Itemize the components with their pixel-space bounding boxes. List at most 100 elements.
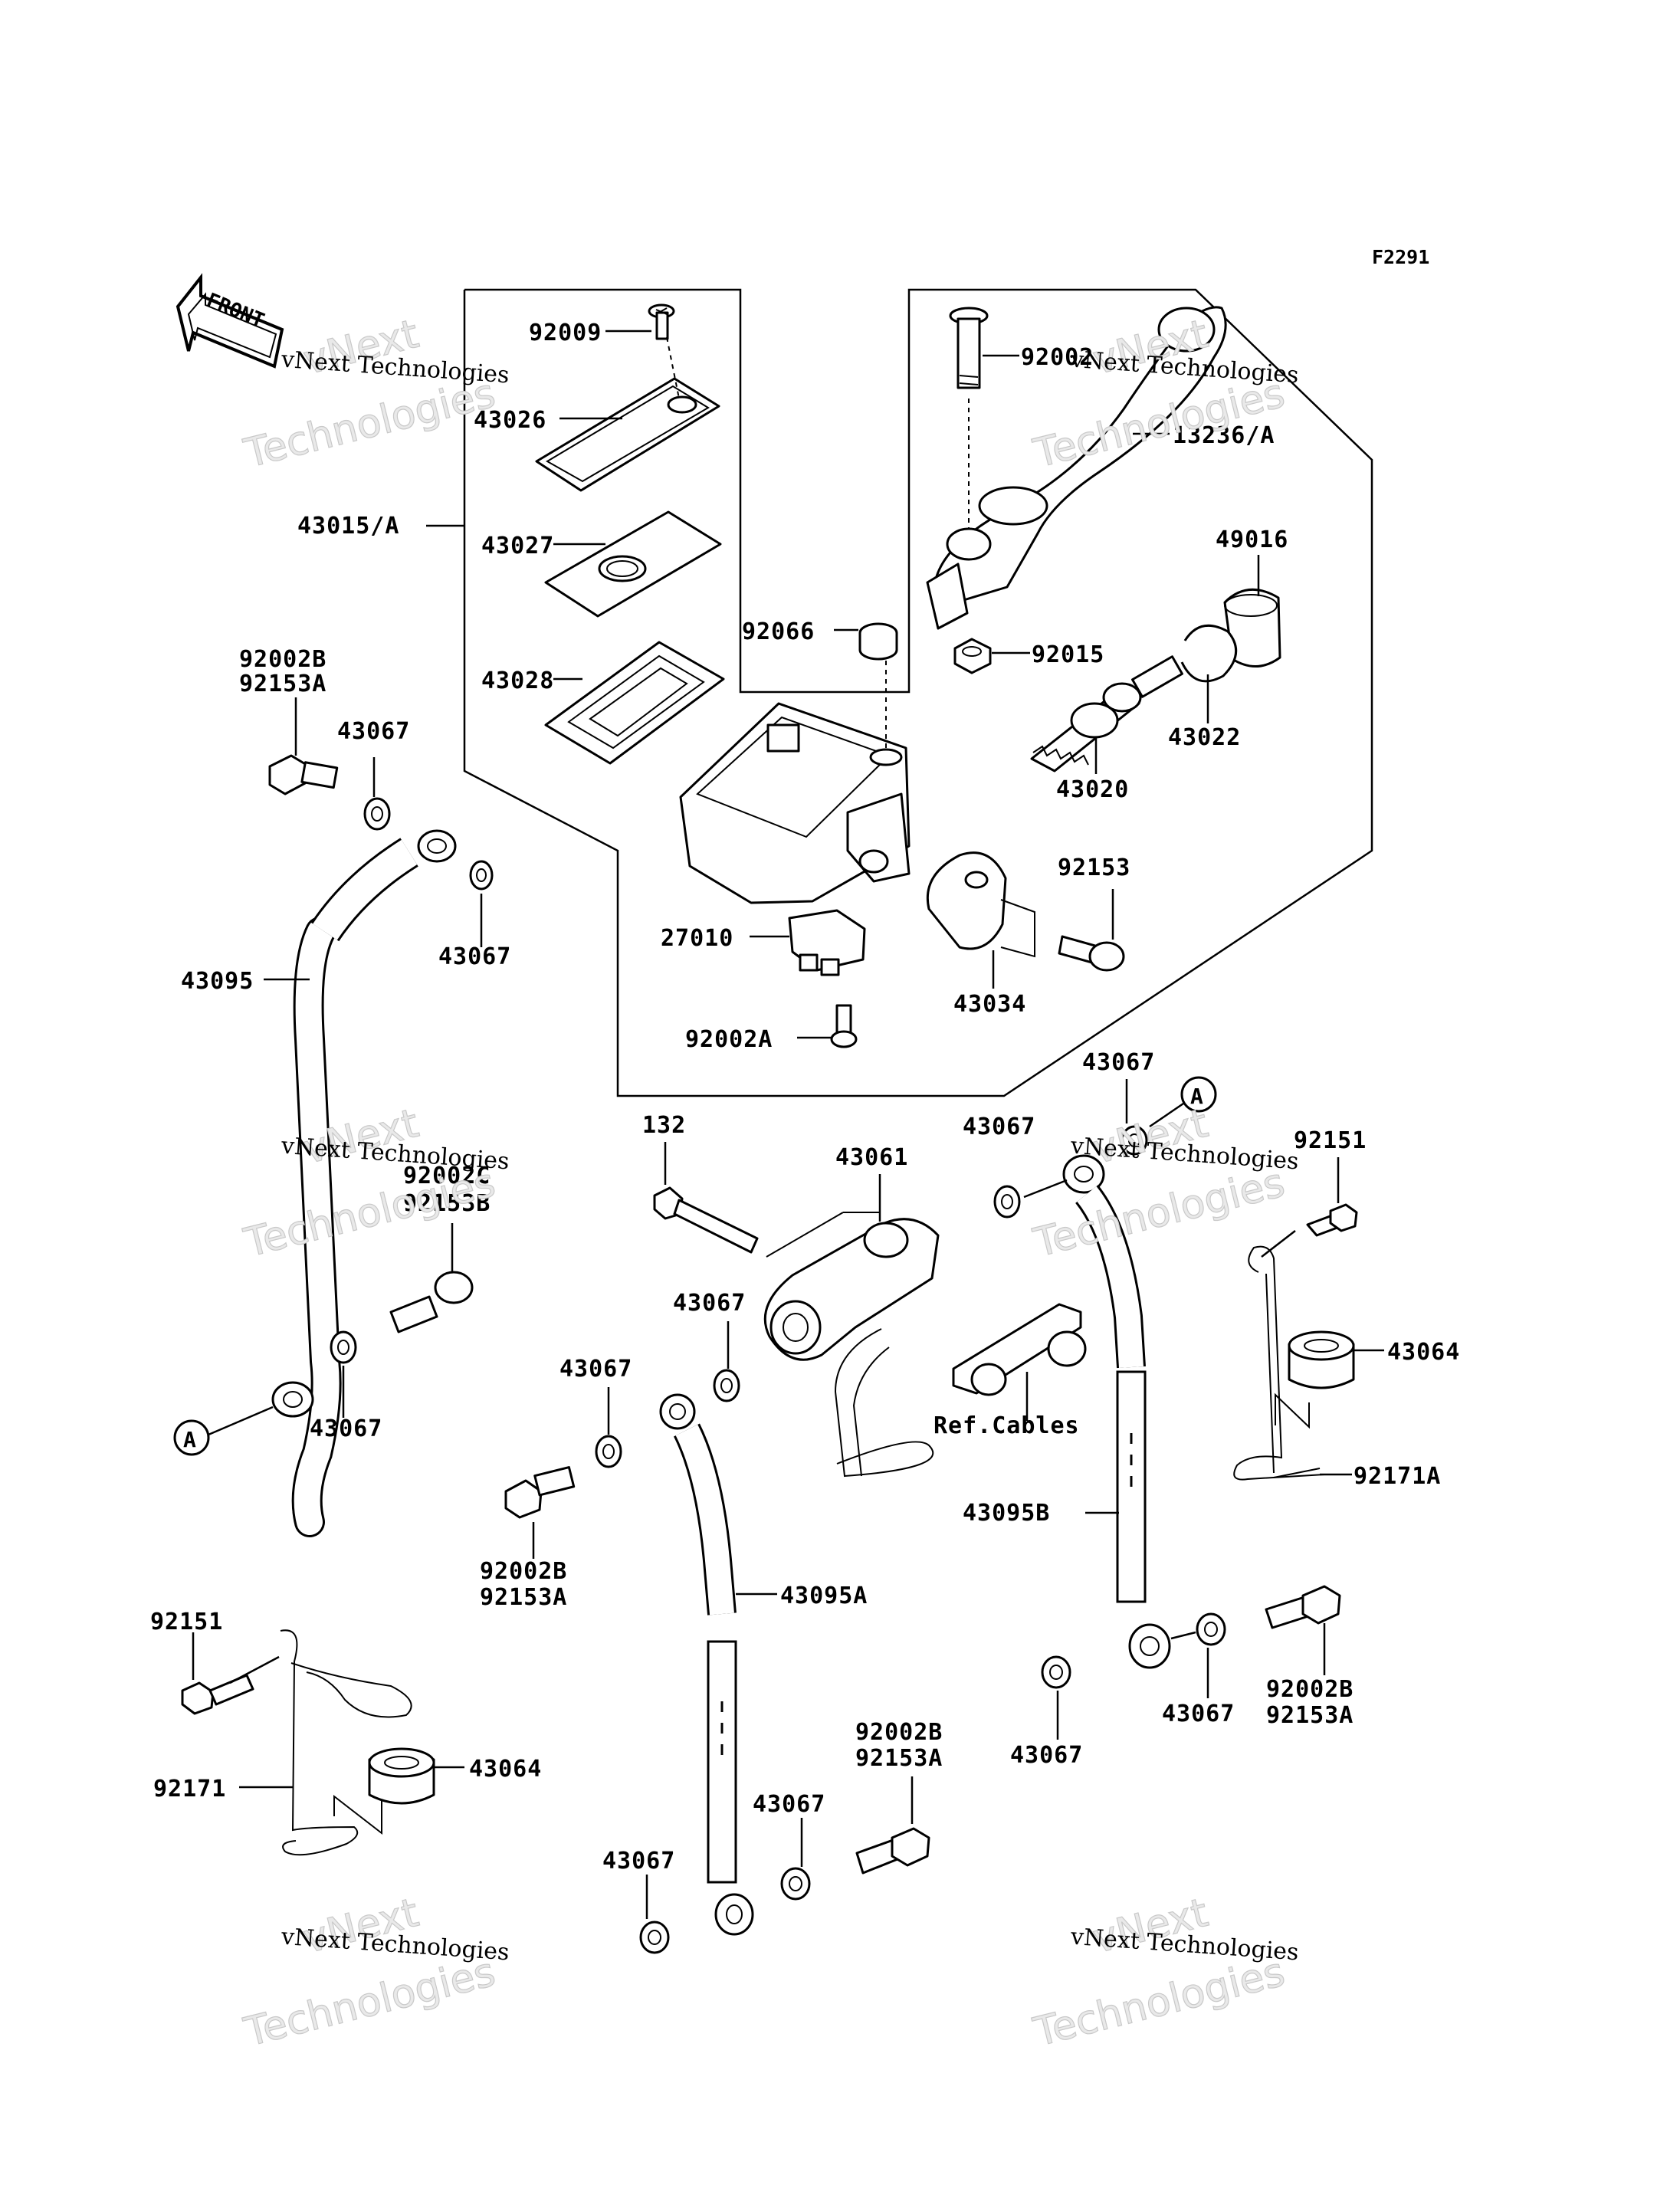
washer-bottom-a: [639, 1875, 670, 1954]
label-mid-43067-a: 43067: [963, 1114, 1035, 1140]
reservoir-cap-43026: [535, 336, 720, 492]
plate-43027: [544, 510, 722, 618]
label-132: 132: [642, 1112, 686, 1139]
label-left-43067-a: 43067: [337, 718, 410, 745]
banjo-bolt-upper-left: [268, 697, 339, 795]
label-left-43064: 43064: [469, 1756, 542, 1783]
nut-92015: [953, 638, 1030, 674]
bolt-92153: [1058, 889, 1125, 972]
bolt-92151-right: [1306, 1157, 1358, 1237]
washer-bottom-b: [780, 1818, 811, 1901]
watermark-bottom-right: vNext Technologies vNext Technologies: [1029, 1889, 1300, 2056]
label-92153: 92153: [1058, 854, 1130, 881]
watermark-text: Technologies: [240, 1949, 500, 2055]
label-43095a: 43095A: [780, 1583, 868, 1609]
label-92066: 92066: [742, 618, 815, 645]
cap-92066: [834, 622, 898, 748]
label-right-92153a: 92153A: [1266, 1702, 1354, 1729]
connector-a-right-label: A: [1190, 1084, 1203, 1109]
washer-right-bottom-a: [1041, 1655, 1071, 1740]
clamp-92171A: [1233, 1230, 1352, 1481]
banjo-bolt-bottom: [855, 1776, 930, 1875]
label-left-92153a: 92153A: [239, 671, 326, 697]
bracket-ref-cables: [834, 1303, 1087, 1478]
diagram-code: F2291: [1372, 246, 1429, 268]
label-27010: 27010: [661, 925, 733, 952]
master-cylinder-body: [679, 702, 911, 904]
switch-27010: [750, 909, 866, 976]
washer-left-b: [469, 860, 494, 947]
washer-right-top-a: [1121, 1079, 1148, 1156]
grommet-43064-right: [1288, 1330, 1384, 1389]
brake-hose-43095B: [1062, 1154, 1171, 1669]
label-right-92151: 92151: [1294, 1127, 1367, 1154]
label-left-43067-b: 43067: [438, 943, 511, 970]
label-left-43067-c: 43067: [310, 1415, 382, 1442]
front-arrow-icon: FRONT: [176, 273, 284, 369]
junction-43061: [763, 1174, 940, 1361]
label-92002c: 92002C: [403, 1163, 491, 1189]
master-cylinder-group-outline: [426, 288, 1373, 1097]
clamp-92171: [229, 1629, 412, 1856]
label-right-92002b: 92002B: [1266, 1676, 1354, 1703]
label-92015: 92015: [1032, 641, 1104, 668]
label-43015a: 43015/A: [297, 513, 399, 540]
banjo-bolt-mid: [504, 1466, 576, 1559]
label-left-92002b: 92002B: [239, 646, 326, 673]
label-mid-92002b: 92002B: [480, 1558, 567, 1585]
watermark-text: Technologies: [1029, 1949, 1290, 2055]
watermark-bottom-left: vNext Technologies vNext Technologies: [239, 1889, 510, 2056]
washer-right-top-b: [993, 1179, 1068, 1219]
part-labels: 92009 43026 43015/A 43027 43028 92002 13…: [150, 320, 1459, 1875]
label-43026: 43026: [474, 407, 546, 434]
washer-mid-a: [713, 1321, 740, 1402]
holder-43034: [926, 851, 1035, 989]
label-43095b: 43095B: [963, 1500, 1050, 1527]
label-43034: 43034: [953, 991, 1026, 1018]
banjo-bolt-92002C: [389, 1223, 474, 1333]
watermark-text: Technologies: [240, 370, 500, 477]
diaphragm-43028: [544, 641, 725, 765]
watermark-text: Technologies: [240, 1160, 500, 1266]
label-bottom-43067-a: 43067: [753, 1791, 825, 1818]
brake-hose-43095A: [659, 1393, 777, 1936]
boot-49016: [1223, 555, 1281, 668]
label-right-bottom-43067-b: 43067: [1162, 1701, 1235, 1727]
label-43095: 43095: [181, 968, 254, 995]
label-49016: 49016: [1216, 526, 1288, 553]
label-left-92151: 92151: [150, 1609, 223, 1635]
banjo-bolt-right: [1265, 1585, 1341, 1675]
label-43027: 43027: [481, 533, 554, 559]
connector-a-left: A: [173, 1406, 274, 1456]
label-13236a: 13236/A: [1173, 422, 1275, 449]
connector-a-right: A: [1149, 1076, 1217, 1128]
label-mid-92153a: 92153A: [480, 1584, 567, 1611]
label-43022: 43022: [1168, 724, 1241, 751]
label-43020: 43020: [1056, 776, 1129, 803]
label-bottom-92002b: 92002B: [855, 1719, 943, 1746]
label-bottom-43067-b: 43067: [602, 1848, 675, 1875]
label-92002: 92002: [1021, 344, 1094, 371]
washer-mid-b: [595, 1387, 622, 1468]
washer-right-bottom-b: [1170, 1612, 1226, 1698]
label-bottom-92153a: 92153A: [855, 1745, 943, 1772]
washer-left-c: [330, 1330, 357, 1418]
label-43061: 43061: [835, 1144, 908, 1171]
screw-92009: [605, 303, 675, 340]
pivot-bolt-92002: [949, 307, 1019, 533]
label-right-top-43067: 43067: [1082, 1049, 1155, 1076]
screw-92002A: [797, 1004, 858, 1048]
watermark-mid-left: vNext Technologies vNext Technologies: [239, 1100, 510, 1267]
label-mid-43067-c: 43067: [559, 1356, 632, 1383]
label-mid-43067-b: 43067: [673, 1290, 746, 1317]
label-43028: 43028: [481, 668, 554, 694]
label-92153b: 92153B: [403, 1190, 491, 1217]
label-92009: 92009: [529, 320, 602, 346]
label-right-bottom-43067-a: 43067: [1010, 1742, 1083, 1769]
grommet-43064-left: [368, 1747, 464, 1805]
label-ref-cables: Ref.Cables: [934, 1412, 1080, 1439]
circlip-43022: [1180, 624, 1238, 723]
brake-hose-43095: [264, 829, 457, 1537]
washer-upper-left-a: [363, 757, 391, 831]
